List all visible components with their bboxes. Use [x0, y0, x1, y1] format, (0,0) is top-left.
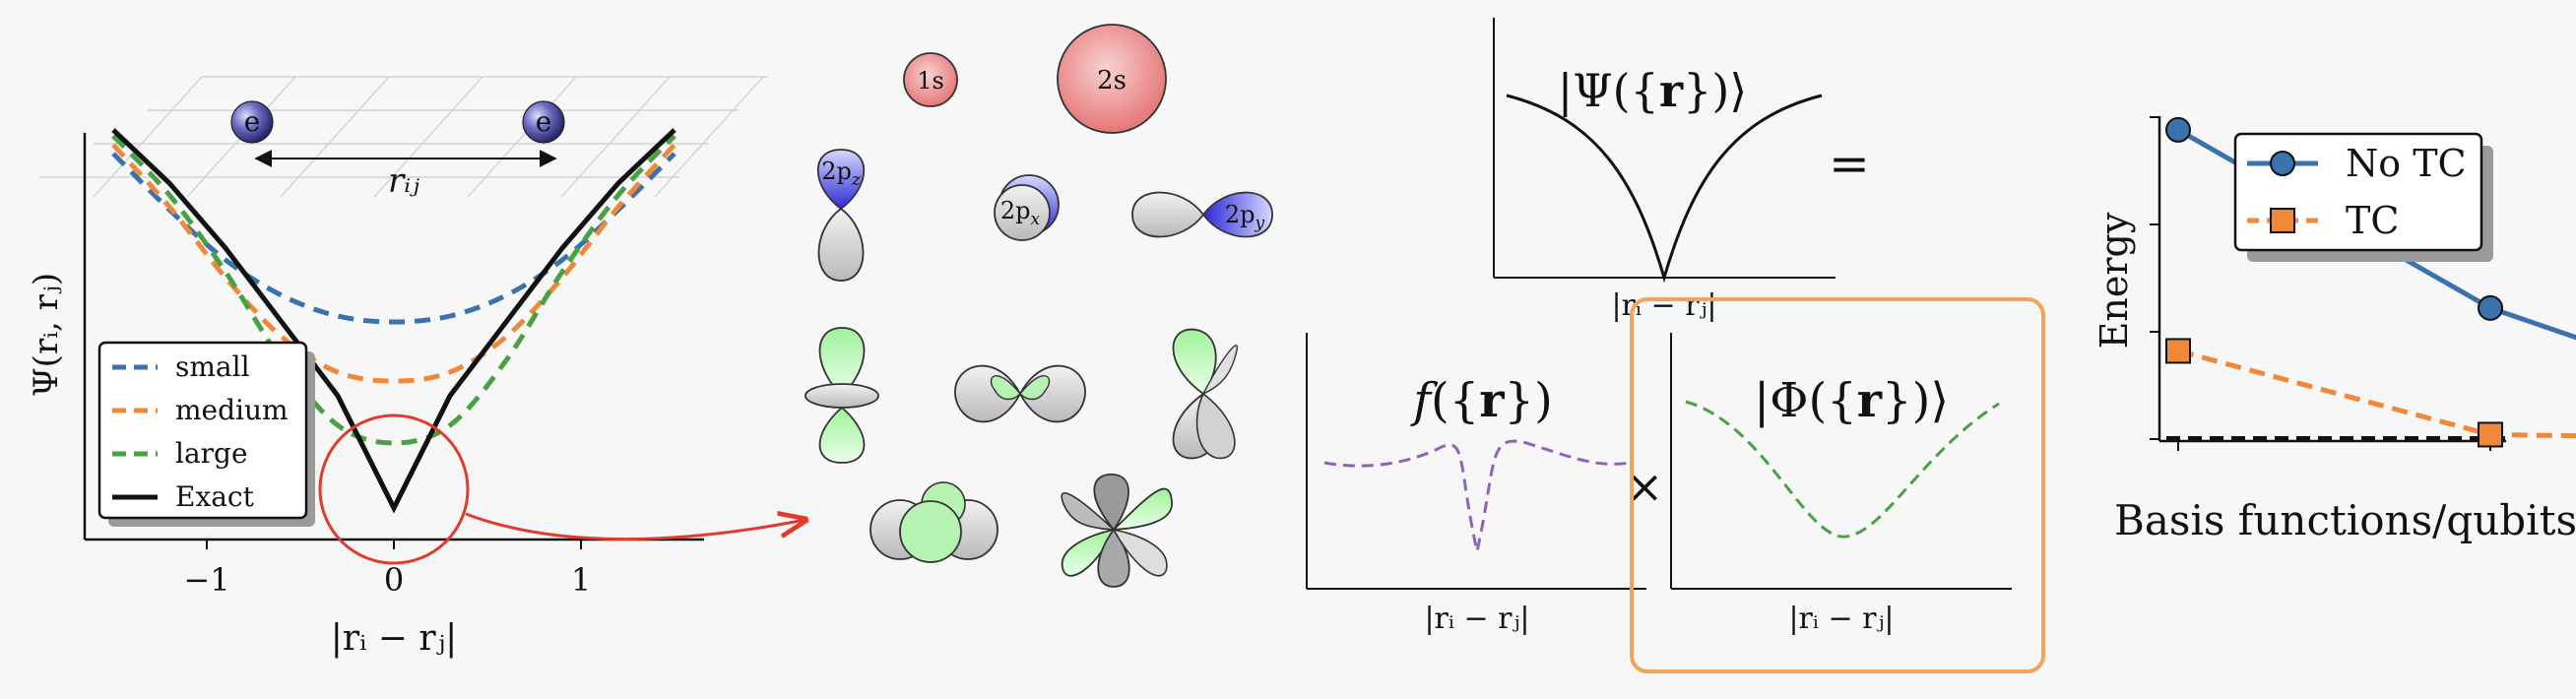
left-chart: −1 0 1 e e rᵢⱼ Ψ(rᵢ, rⱼ) |rᵢ − rⱼ| small me… [27, 76, 805, 659]
equals-sign: = [1829, 135, 1870, 192]
marker-square [2478, 421, 2503, 448]
psi-xlabel: |rᵢ − rⱼ| [1611, 288, 1716, 323]
zoom-arrow [465, 514, 805, 541]
right-legend: No TC TC [2233, 132, 2493, 262]
orbital-2px-label: 2px [1000, 197, 1041, 229]
left-series-group [111, 128, 676, 514]
left-x-tick-label: 1 [571, 561, 591, 599]
left-x-tick-label: −1 [183, 561, 229, 599]
marker-circle [2165, 116, 2191, 143]
left-ylabel: Ψ(rᵢ, rⱼ) [27, 273, 66, 397]
right-xlabel: Basis functions/qubits [2114, 496, 2576, 544]
orbital-2py: 2py [1131, 191, 1273, 238]
electron-i-label: e [244, 105, 261, 138]
phi-curve [1685, 400, 2000, 539]
legend-label-tc: TC [2346, 199, 2399, 242]
legend-label-small: small [175, 350, 250, 383]
legend-marker [2270, 151, 2295, 176]
orbital-1s-label: 1s [917, 67, 944, 95]
electron-i: e [230, 100, 274, 144]
series-line-small [111, 152, 676, 325]
phi-panel: |Φ({r})⟩ |rᵢ − rⱼ| [1630, 297, 2045, 673]
left-x-tick-label: 0 [384, 561, 404, 599]
series-line-medium [111, 143, 676, 384]
left-xlabel: |rᵢ − rⱼ| [331, 618, 457, 659]
electron-j-label: e [536, 105, 552, 138]
f-panel: f({r}) |rᵢ − rⱼ| × [1306, 333, 1663, 636]
phi-highlight-box [1630, 297, 2045, 673]
phi-xlabel: |rᵢ − rⱼ| [1788, 602, 1894, 636]
f-xlabel: |rᵢ − rⱼ| [1424, 602, 1529, 636]
legend-label-large: large [175, 437, 248, 470]
orbital-2py-label: 2py [1225, 201, 1265, 233]
legend-label-medium: medium [175, 394, 289, 426]
series-line-exact [111, 128, 676, 514]
left-x-ticks: −1 0 1 [183, 540, 591, 599]
psi-label: |Ψ({r})⟩ [1558, 64, 1747, 117]
electron-j: e [522, 100, 565, 144]
orbital-2s: 2s [1057, 24, 1167, 134]
orbital-d-yz [1172, 328, 1238, 460]
orbital-2s-label: 2s [1097, 66, 1127, 95]
orbitals-panel: 1s 2s 2pz 2px 2py [805, 24, 1273, 588]
orbital-d-z2 [805, 327, 879, 464]
orbital-2pz-label: 2pz [821, 158, 862, 190]
marker-square [2165, 338, 2191, 364]
zoom-circle [318, 413, 470, 565]
psi-panel: |Ψ({r})⟩ |rᵢ − rⱼ| = [1493, 18, 1870, 323]
phi-label: |Φ({r})⟩ [1754, 373, 1949, 428]
orbital-2px: 2px [994, 174, 1060, 241]
orbital-d-xy [954, 364, 1086, 423]
orbital-2pz: 2pz [816, 149, 866, 282]
f-label: f({r}) [1410, 373, 1553, 428]
psi-curve [1506, 94, 1823, 284]
f-curve [1323, 439, 1631, 552]
marker-circle [2478, 294, 2503, 321]
series-line-tc [2177, 348, 2576, 439]
legend-label-no-tc: No TC [2346, 142, 2467, 185]
right-chart: Energy Basis functions/qubits No TC TC [2093, 116, 2576, 544]
orbital-d-xz [869, 481, 998, 563]
right-ylabel: Energy [2093, 212, 2136, 349]
distance-label: rᵢⱼ [388, 161, 419, 201]
legend-marker [2270, 208, 2295, 233]
orbital-d-x2-y2 [1061, 474, 1173, 588]
legend-label-exact: Exact [175, 480, 255, 513]
orbital-1s: 1s [903, 52, 958, 107]
